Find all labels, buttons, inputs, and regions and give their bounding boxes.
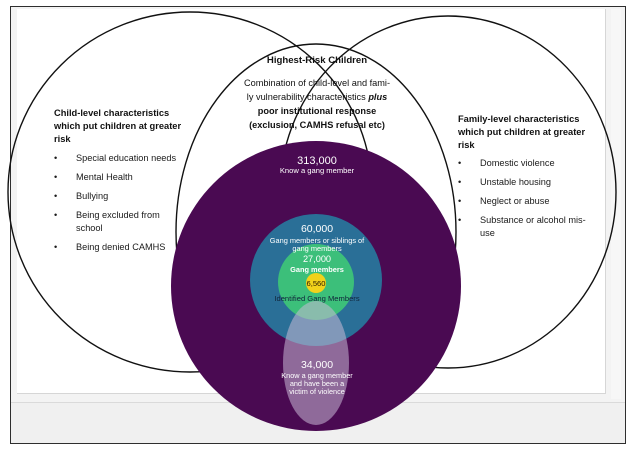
list-item: Substance or alcohol mis- bbox=[480, 215, 586, 225]
blue-ring-label-line1: Gang members or siblings of bbox=[270, 236, 365, 245]
child-level-heading-line2: which put children at greater bbox=[53, 121, 181, 131]
list-item: Bullying bbox=[76, 191, 108, 201]
list-bullet: • bbox=[458, 196, 461, 206]
list-bullet: • bbox=[458, 177, 461, 187]
list-bullet: • bbox=[54, 191, 57, 201]
highest-risk-desc-line4: (exclusion, CAMHS refusal etc) bbox=[249, 120, 385, 130]
identified-gang-members-circle bbox=[306, 273, 326, 293]
family-level-list: • Domestic violence • Unstable housing •… bbox=[458, 158, 586, 238]
list-item-continuation: use bbox=[480, 228, 495, 238]
victims-value: 34,000 bbox=[301, 359, 333, 371]
outer-ring-value: 313,000 bbox=[297, 155, 337, 167]
list-item: Domestic violence bbox=[480, 158, 555, 168]
blue-ring-value: 60,000 bbox=[301, 223, 333, 235]
highest-risk-desc-line2: ly vulnerability characteristics plus bbox=[247, 92, 387, 102]
family-level-heading-line1: Family-level characteristics bbox=[458, 114, 579, 124]
list-item: Mental Health bbox=[76, 172, 133, 182]
victims-label-line2: and have been a bbox=[290, 379, 345, 388]
list-bullet: • bbox=[458, 158, 461, 168]
blue-ring-label-line2: gang members bbox=[292, 244, 342, 253]
list-bullet: • bbox=[54, 153, 57, 163]
list-item: Neglect or abuse bbox=[480, 196, 549, 206]
family-level-heading-line3: risk bbox=[458, 140, 475, 150]
child-level-heading-line1: Child-level characteristics bbox=[54, 108, 169, 118]
child-level-list: • Special education needs • Mental Healt… bbox=[54, 153, 177, 252]
outer-ring-label: Know a gang member bbox=[280, 166, 355, 175]
list-item: Being excluded from bbox=[76, 210, 160, 220]
family-level-heading-line2: which put children at greater bbox=[457, 127, 585, 137]
list-bullet: • bbox=[54, 172, 57, 182]
highest-risk-desc-line3: poor institutional response bbox=[258, 106, 376, 116]
core-label: Identified Gang Members bbox=[274, 294, 359, 303]
child-level-heading-line3: risk bbox=[54, 134, 71, 144]
green-ring-value: 27,000 bbox=[303, 254, 331, 264]
victims-label-line1: Know a gang member bbox=[281, 371, 353, 380]
list-item-continuation: school bbox=[76, 223, 103, 233]
green-ring-label: Gang members bbox=[290, 265, 344, 274]
highest-risk-title: Highest-Risk Children bbox=[267, 55, 367, 66]
list-item: Special education needs bbox=[76, 153, 177, 163]
list-bullet: • bbox=[458, 215, 461, 225]
list-bullet: • bbox=[54, 210, 57, 220]
list-bullet: • bbox=[54, 242, 57, 252]
list-item: Being denied CAMHS bbox=[76, 242, 165, 252]
core-value: 6,560 bbox=[306, 279, 325, 288]
list-item: Unstable housing bbox=[480, 177, 551, 187]
victims-of-violence-ellipse bbox=[283, 301, 349, 425]
highest-risk-desc-line1: Combination of child-level and fami- bbox=[244, 78, 390, 88]
victims-label-line3: victim of violence bbox=[289, 387, 345, 396]
